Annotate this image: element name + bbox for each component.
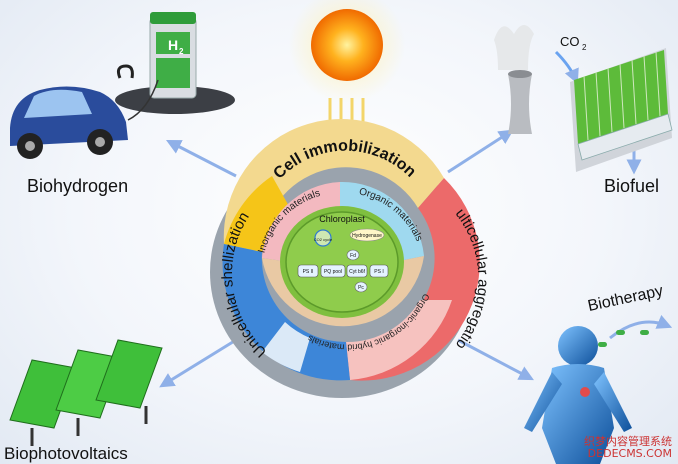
segment-unicellular-light xyxy=(262,322,310,372)
human-body-icon xyxy=(524,326,632,464)
pq-label: PQ pool xyxy=(324,269,342,275)
car-icon xyxy=(10,79,159,159)
calvin-cycle-icon xyxy=(314,229,332,247)
watermark-line1: 织梦内容管理系统 xyxy=(584,435,672,448)
calvin-label: CO2 cycle xyxy=(314,237,333,242)
chloroplast-title: Chloroplast xyxy=(319,214,365,224)
watermark: 织梦内容管理系统 DEDECMS.COM xyxy=(584,436,672,460)
h2-subscript: 2 xyxy=(179,47,184,56)
label-biohydrogen: Biohydrogen xyxy=(27,176,129,196)
watermark-line2: DEDECMS.COM xyxy=(587,447,672,460)
fd-label: Fd xyxy=(350,253,356,259)
hydrogenase-label: Hydrogenase xyxy=(352,233,382,239)
chloroplast xyxy=(280,206,404,318)
co2-text: CO xyxy=(560,34,580,49)
bioreactor-icon xyxy=(570,48,673,172)
biotherapy-capsules xyxy=(598,314,673,347)
sun-icon xyxy=(289,0,405,103)
ps1-label: PS I xyxy=(374,269,383,275)
inner-hybrid xyxy=(262,256,424,327)
segment-unicellular-shellization xyxy=(222,244,350,381)
power-plant-icon xyxy=(494,25,534,134)
hydrogen-station-icon: H 2 xyxy=(115,12,235,114)
segment-multicellular-aggregation xyxy=(346,178,480,381)
segment-cell-immobilization-accent xyxy=(224,176,290,252)
segment-multicellular-fade xyxy=(346,300,452,380)
label-biofuel: Biofuel xyxy=(604,176,660,196)
segment-cell-immobilization xyxy=(223,118,444,252)
co2-label: CO 2 xyxy=(554,34,587,85)
solar-panel-icon xyxy=(9,339,163,446)
pc-label: Pc xyxy=(358,285,364,291)
co2-subscript: 2 xyxy=(582,43,587,52)
label-biophotovoltaics: Biophotovoltaics xyxy=(4,444,128,463)
cyt-label: Cyt b6f xyxy=(349,269,365,275)
ps2-label: PS II xyxy=(303,269,314,275)
h2-symbol: H xyxy=(168,37,178,53)
